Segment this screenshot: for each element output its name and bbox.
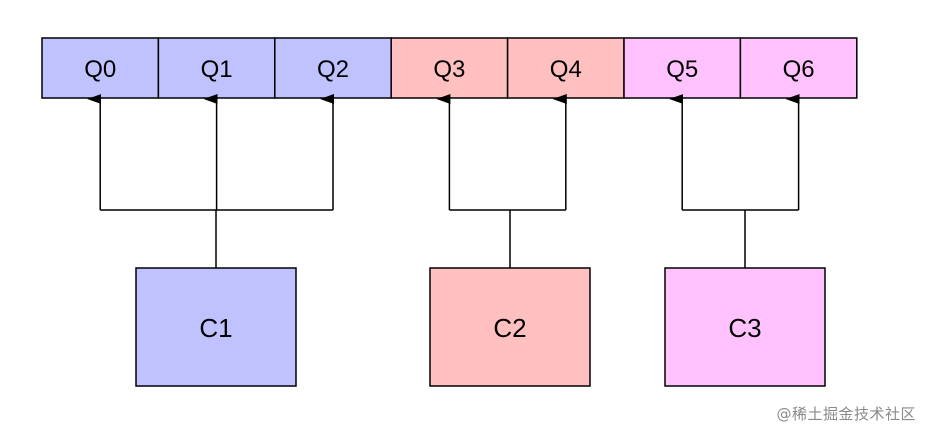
consumer-box [429, 267, 591, 387]
queue-label: Q6 [783, 56, 815, 83]
queue-label: Q2 [317, 56, 349, 83]
queue-q6: Q6 [739, 37, 858, 99]
consumer-box [135, 267, 297, 387]
queue-cell [274, 37, 392, 99]
queue-q2: Q2 [274, 37, 392, 99]
consumer-c2: C2 [429, 267, 591, 387]
queue-label: Q4 [550, 56, 582, 83]
watermark: @稀土掘金技术社区 [776, 405, 916, 423]
queue-label: Q0 [84, 56, 116, 83]
consumer-row: C1 C2 C3 [135, 267, 826, 387]
queue-q5: Q5 [623, 37, 742, 99]
queue-label: Q1 [201, 56, 233, 83]
consumer-c1: C1 [135, 267, 297, 387]
consumer-label: C1 [199, 313, 232, 343]
queue-q0: Q0 [41, 37, 160, 99]
queue-q3: Q3 [390, 37, 509, 99]
queue-label: Q5 [666, 56, 698, 83]
consumer-label: C3 [728, 313, 761, 343]
queue-cell [157, 37, 276, 99]
queue-q1: Q1 [157, 37, 276, 99]
queue-row: Q0 Q1 Q2 Q3 Q4 Q5 Q6 [41, 37, 858, 99]
queue-cell [41, 37, 160, 99]
consumer-box [664, 267, 826, 387]
consumer-label: C2 [493, 313, 526, 343]
queue-label: Q3 [433, 56, 465, 83]
connector-lines [87, 94, 800, 268]
consumer-c3: C3 [664, 267, 826, 387]
queue-q4: Q4 [506, 37, 625, 99]
queue-cell [623, 37, 742, 99]
